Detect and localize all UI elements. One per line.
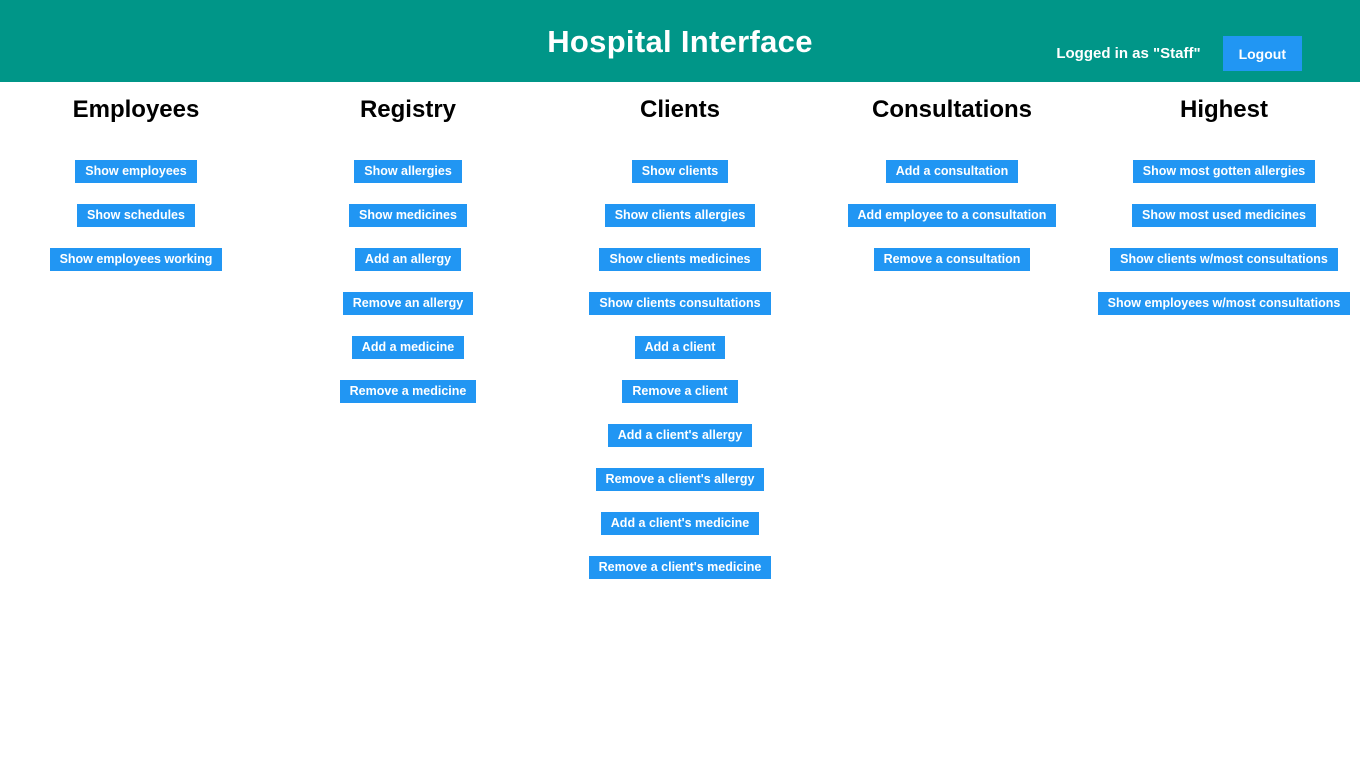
page-title: Hospital Interface xyxy=(547,23,813,59)
action-button-show-clients-w-most-consultations[interactable]: Show clients w/most consultations xyxy=(1110,248,1338,271)
logout-button[interactable]: Logout xyxy=(1222,36,1302,71)
action-button-remove-a-medicine[interactable]: Remove a medicine xyxy=(339,380,477,403)
column-title-consultations: Consultations xyxy=(872,96,1032,123)
session-label: Logged in as "Staff" xyxy=(1056,45,1201,62)
action-button-remove-a-client-s-allergy[interactable]: Remove a client's allergy xyxy=(595,468,765,491)
action-button-show-clients-medicines[interactable]: Show clients medicines xyxy=(599,248,761,271)
action-button-add-a-client[interactable]: Add a client xyxy=(634,336,726,359)
action-button-remove-an-allergy[interactable]: Remove an allergy xyxy=(342,292,474,315)
action-button-remove-a-consultation[interactable]: Remove a consultation xyxy=(873,248,1031,271)
action-button-add-a-medicine[interactable]: Add a medicine xyxy=(351,336,465,359)
action-button-show-most-used-medicines[interactable]: Show most used medicines xyxy=(1132,204,1316,227)
action-button-show-clients-allergies[interactable]: Show clients allergies xyxy=(604,204,756,227)
action-button-add-a-client-s-medicine[interactable]: Add a client's medicine xyxy=(600,512,760,535)
action-button-add-employee-to-a-consultation[interactable]: Add employee to a consultation xyxy=(847,204,1057,227)
app-root: Hospital Interface Logged in as "Staff" … xyxy=(0,0,1360,579)
action-button-add-an-allergy[interactable]: Add an allergy xyxy=(354,248,462,271)
action-button-add-a-consultation[interactable]: Add a consultation xyxy=(885,160,1019,183)
action-button-add-a-client-s-allergy[interactable]: Add a client's allergy xyxy=(607,424,753,447)
action-button-show-employees[interactable]: Show employees xyxy=(75,160,197,183)
action-button-show-clients[interactable]: Show clients xyxy=(631,160,729,183)
header-session-area: Logged in as "Staff" Logout xyxy=(1056,36,1302,71)
action-button-show-employees-working[interactable]: Show employees working xyxy=(49,248,223,271)
column-title-highest: Highest xyxy=(1179,96,1268,123)
action-button-remove-a-client[interactable]: Remove a client xyxy=(622,380,738,403)
action-button-remove-a-client-s-medicine[interactable]: Remove a client's medicine xyxy=(588,556,772,579)
action-button-show-schedules[interactable]: Show schedules xyxy=(77,204,195,227)
action-button-show-most-gotten-allergies[interactable]: Show most gotten allergies xyxy=(1132,160,1316,183)
action-button-show-medicines[interactable]: Show medicines xyxy=(349,204,467,227)
column-title-clients: Clients xyxy=(639,96,720,123)
action-button-show-clients-consultations[interactable]: Show clients consultations xyxy=(589,292,771,315)
column-title-employees: Employees xyxy=(72,96,200,123)
action-button-show-employees-w-most-consultations[interactable]: Show employees w/most consultations xyxy=(1097,292,1351,315)
column-title-registry: Registry xyxy=(359,96,457,123)
app-header: Hospital Interface Logged in as "Staff" … xyxy=(0,0,1360,82)
action-button-show-allergies[interactable]: Show allergies xyxy=(354,160,462,183)
